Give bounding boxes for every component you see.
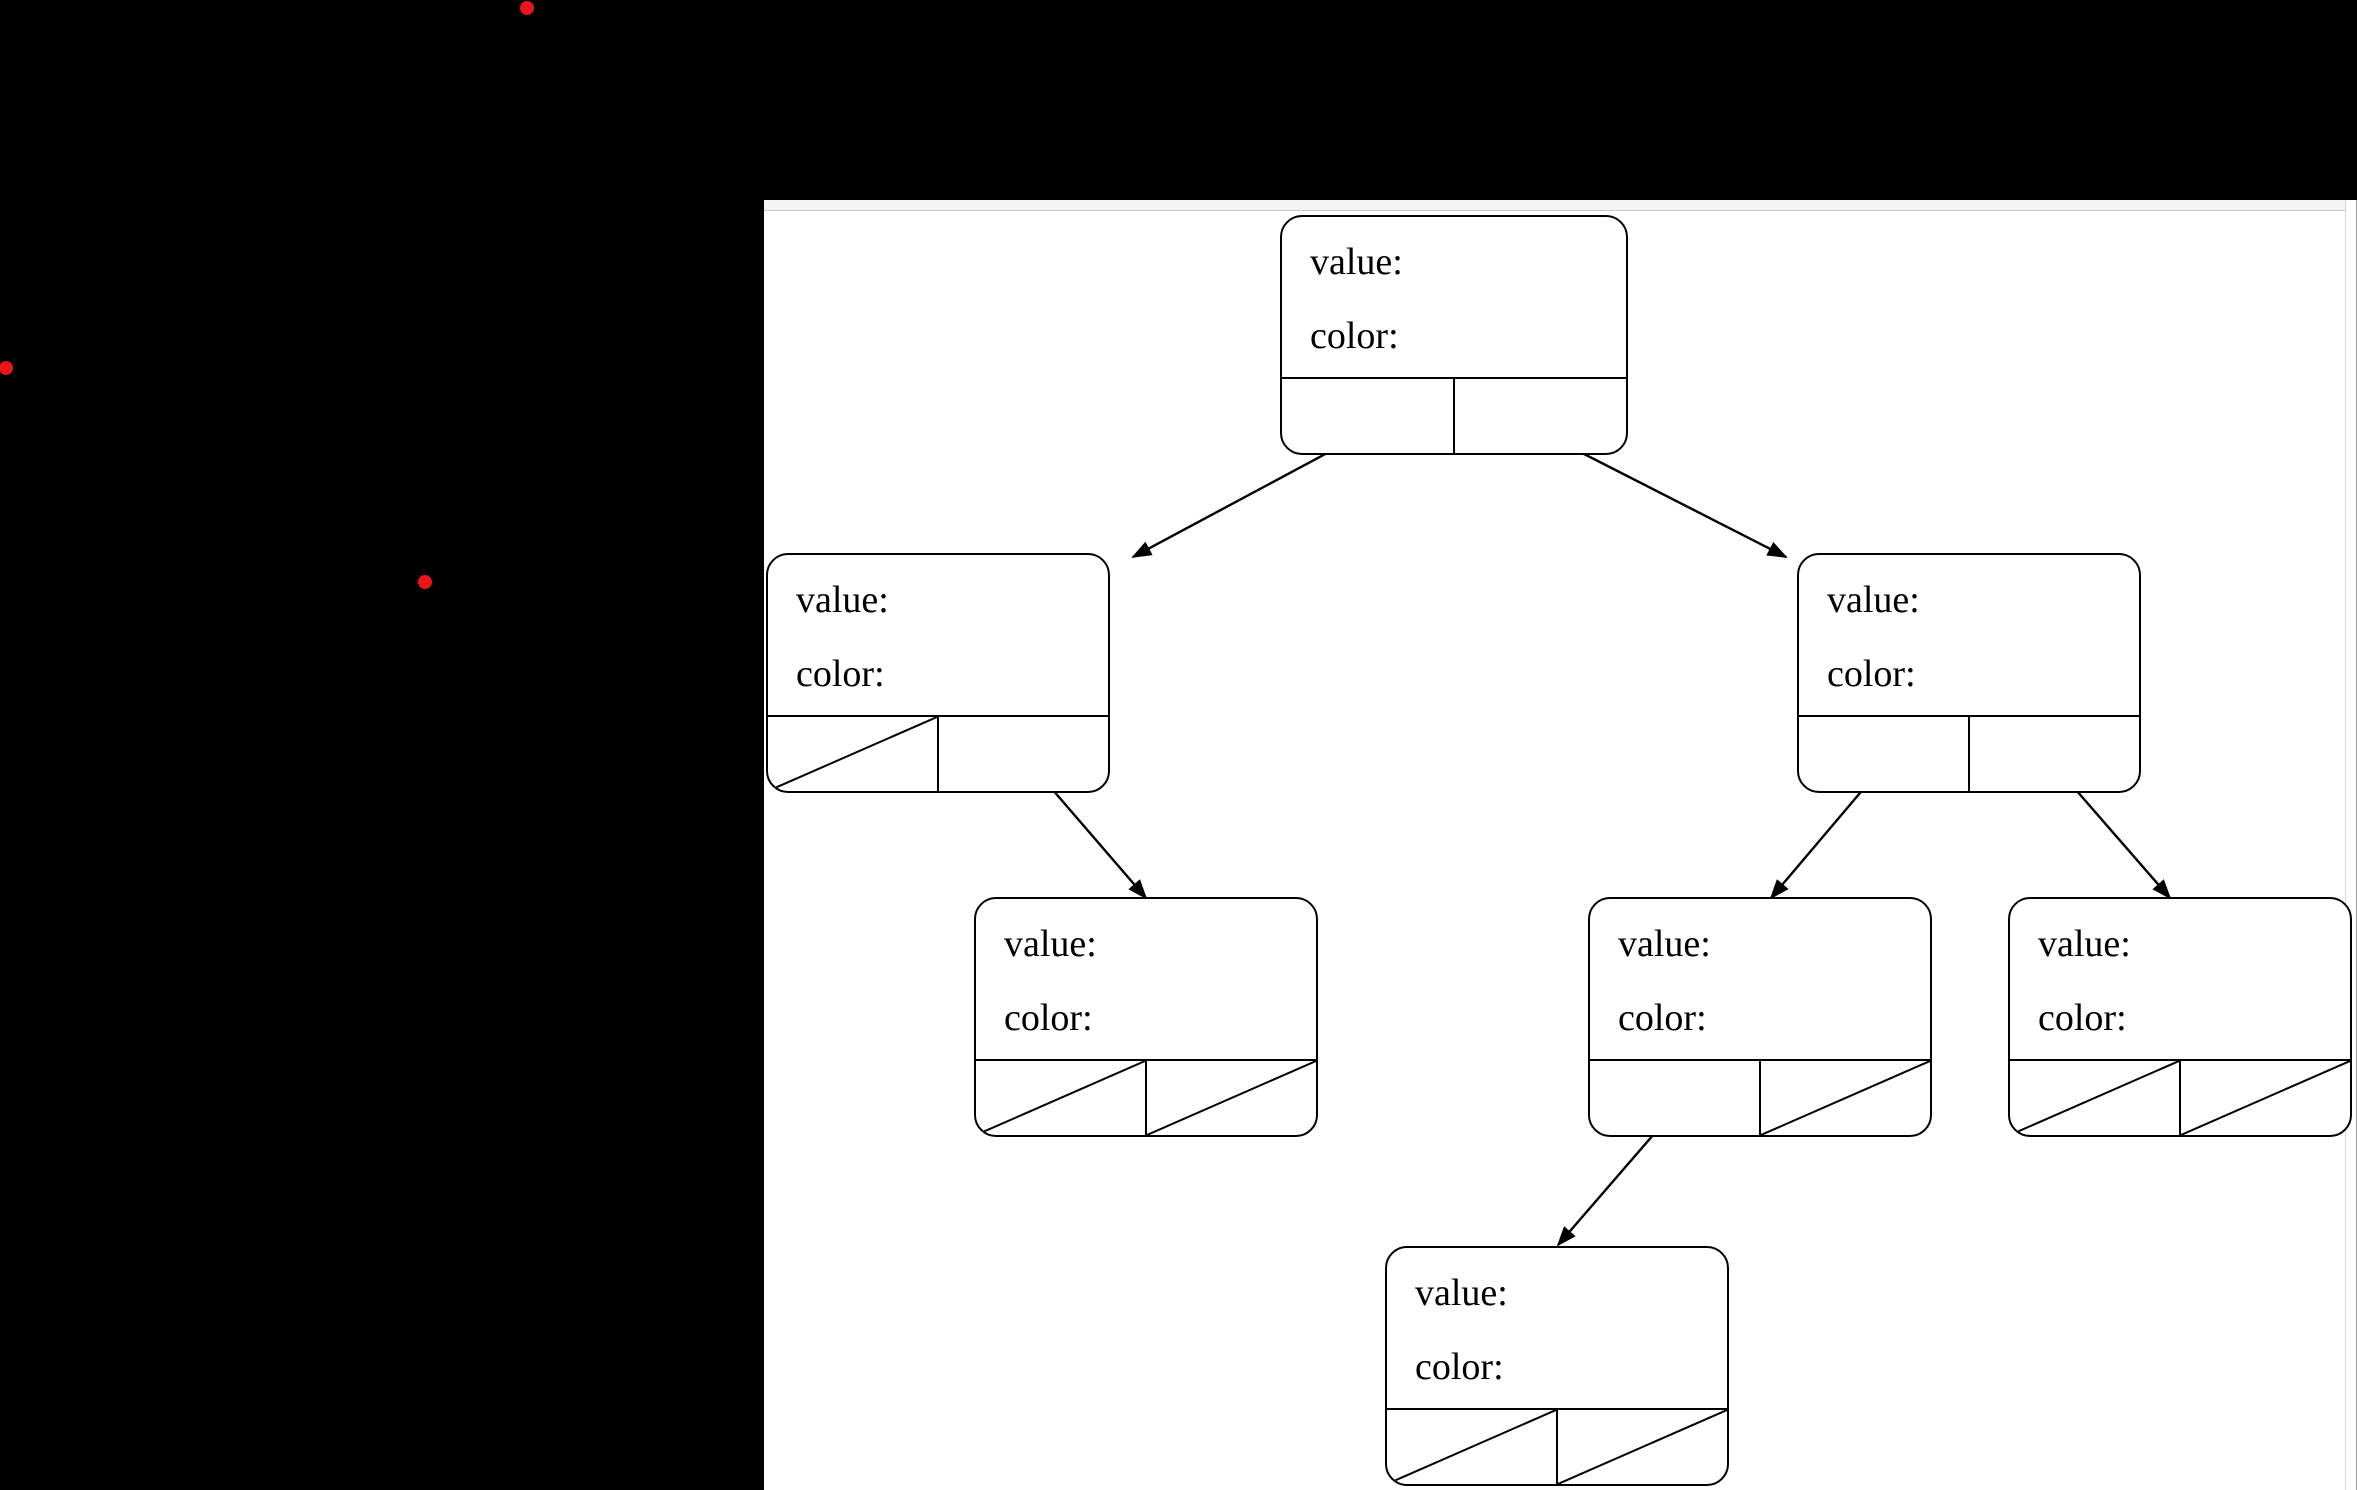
node-left-pointer-cell[interactable] bbox=[768, 717, 937, 791]
null-pointer-slash-icon bbox=[2181, 1061, 2350, 1135]
node-fields: value: color: bbox=[976, 899, 1316, 1037]
node-right-pointer-cell[interactable] bbox=[1556, 1410, 1727, 1484]
tree-node-left-child[interactable]: value: color: bbox=[766, 553, 1110, 793]
tree-node-left-right-grandchild[interactable]: value: color: bbox=[974, 897, 1318, 1137]
node-right-pointer-cell[interactable] bbox=[937, 717, 1108, 791]
node-fields: value: color: bbox=[1799, 555, 2139, 693]
node-pointer-row bbox=[1282, 377, 1626, 453]
node-right-pointer-cell[interactable] bbox=[1759, 1061, 1930, 1135]
node-left-pointer-cell[interactable] bbox=[1282, 379, 1453, 453]
null-pointer-slash-icon bbox=[976, 1061, 1145, 1135]
tree-node-right-child[interactable]: value: color: bbox=[1797, 553, 2141, 793]
node-fields: value: color: bbox=[768, 555, 1108, 693]
cursor-dot-3 bbox=[418, 575, 432, 589]
node-value-label: value: bbox=[1827, 579, 1920, 621]
node-pointer-row bbox=[1387, 1408, 1727, 1484]
tree-node-deepest[interactable]: value: color: bbox=[1385, 1246, 1729, 1486]
node-value-label: value: bbox=[796, 579, 889, 621]
node-right-pointer-cell[interactable] bbox=[1145, 1061, 1316, 1135]
null-pointer-slash-icon bbox=[1387, 1410, 1556, 1484]
node-value-label: value: bbox=[2038, 923, 2131, 965]
node-color-label: color: bbox=[1310, 315, 1399, 357]
null-pointer-slash-icon bbox=[1558, 1410, 1727, 1484]
node-fields: value: color: bbox=[1282, 217, 1626, 355]
node-fields: value: color: bbox=[2010, 899, 2350, 1037]
node-color-label: color: bbox=[1415, 1346, 1504, 1388]
node-value-label: value: bbox=[1618, 923, 1711, 965]
node-right-pointer-cell[interactable] bbox=[1968, 717, 2139, 791]
node-color-label: color: bbox=[1618, 997, 1707, 1039]
node-left-pointer-cell[interactable] bbox=[1799, 717, 1968, 791]
node-fields: value: color: bbox=[1387, 1248, 1727, 1386]
node-left-pointer-cell[interactable] bbox=[1590, 1061, 1759, 1135]
node-pointer-row bbox=[1590, 1059, 1930, 1135]
node-left-pointer-cell[interactable] bbox=[1387, 1410, 1556, 1484]
tree-node-root[interactable]: value: color: bbox=[1280, 215, 1628, 455]
null-pointer-slash-icon bbox=[1761, 1061, 1930, 1135]
node-left-pointer-cell[interactable] bbox=[2010, 1061, 2179, 1135]
cursor-dot-1 bbox=[520, 1, 534, 15]
node-color-label: color: bbox=[796, 653, 885, 695]
node-pointer-row bbox=[768, 715, 1108, 791]
null-pointer-slash-icon bbox=[768, 717, 937, 791]
node-right-pointer-cell[interactable] bbox=[2179, 1061, 2350, 1135]
node-color-label: color: bbox=[2038, 997, 2127, 1039]
null-pointer-slash-icon bbox=[1147, 1061, 1316, 1135]
cursor-dot-2 bbox=[0, 361, 13, 375]
node-color-label: color: bbox=[1004, 997, 1093, 1039]
node-value-label: value: bbox=[1004, 923, 1097, 965]
node-pointer-row bbox=[2010, 1059, 2350, 1135]
node-value-label: value: bbox=[1310, 241, 1403, 283]
node-right-pointer-cell[interactable] bbox=[1453, 379, 1626, 453]
canvas-top-strip bbox=[764, 200, 2357, 211]
node-fields: value: color: bbox=[1590, 899, 1930, 1037]
tree-node-right-left-grandchild[interactable]: value: color: bbox=[1588, 897, 1932, 1137]
diagram-canvas-panel[interactable]: value:color:value:color:value:color:valu… bbox=[764, 200, 2357, 1490]
tree-node-right-right-grandchild[interactable]: value: color: bbox=[2008, 897, 2352, 1137]
node-pointer-row bbox=[976, 1059, 1316, 1135]
node-value-label: value: bbox=[1415, 1272, 1508, 1314]
node-color-label: color: bbox=[1827, 653, 1916, 695]
node-left-pointer-cell[interactable] bbox=[976, 1061, 1145, 1135]
node-pointer-row bbox=[1799, 715, 2139, 791]
null-pointer-slash-icon bbox=[2010, 1061, 2179, 1135]
